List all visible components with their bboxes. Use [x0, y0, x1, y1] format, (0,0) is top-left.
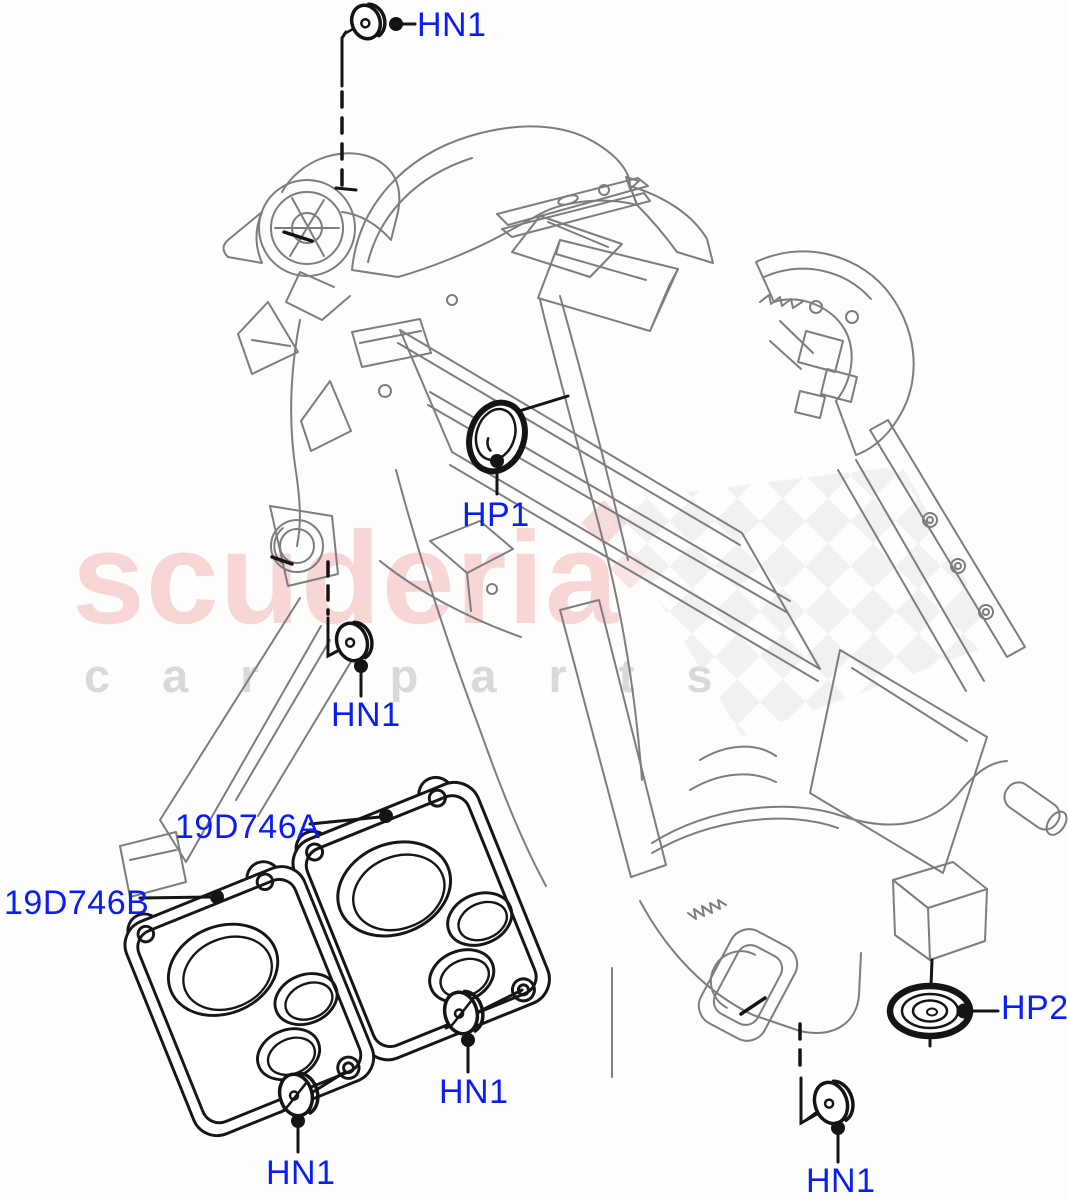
accent-ticks: [270, 230, 767, 1016]
push-pin-fastener-icon-top: [349, 2, 387, 41]
callout-label-hn1-bottom[interactable]: HN1: [806, 1162, 876, 1200]
callout-label-hp2[interactable]: HP2: [1001, 989, 1068, 1027]
callout-hn1-top-leader: [334, 22, 364, 192]
callout-line-part-b: [138, 895, 213, 900]
callout-dot-hn1-under-a: [461, 1033, 475, 1047]
body-ribs: [300, 294, 821, 781]
callout-dot-hn1-mid: [354, 659, 368, 673]
left-lower-arm: [119, 597, 353, 898]
push-pin-fastener-icon-bottom: [812, 1079, 855, 1126]
mounting-rail: [496, 176, 679, 332]
blower-motor: [222, 152, 401, 375]
callout-line-part-a: [308, 815, 382, 826]
callout-dot-hn1-bottom: [831, 1121, 845, 1135]
callout-dot-hp2: [956, 1003, 972, 1019]
callout-dot-part-a: [379, 809, 393, 823]
callout-label-19d746a[interactable]: 19D746A: [175, 808, 321, 846]
push-pin-fastener-icon-mid: [334, 620, 374, 663]
callout-dot-hp1: [490, 454, 504, 468]
callout-label-hn1-under-b[interactable]: HN1: [266, 1154, 336, 1192]
callout-label-19d746b[interactable]: 19D746B: [4, 884, 150, 922]
watermark-tagline: car parts: [84, 649, 765, 702]
top-cover-duct: [351, 125, 714, 278]
callout-label-hn1-top[interactable]: HN1: [417, 6, 487, 44]
callout-label-hn1-under-a[interactable]: HN1: [439, 1073, 509, 1111]
grommet-icon-hp1: [466, 399, 528, 475]
callout-label-hp1[interactable]: HP1: [462, 496, 530, 534]
relay-box: [892, 861, 988, 961]
callout-dot-hn1-under-b: [291, 1114, 305, 1128]
watermark-brand: scuderia: [72, 504, 619, 651]
hvac-assembly-drawing: [119, 125, 1068, 1078]
callout-dot-hn1-top: [389, 17, 403, 31]
support-column-and-ear: [269, 319, 339, 587]
lower-legs-and-foot: [395, 469, 862, 1078]
right-rails-and-panels: [651, 419, 1068, 874]
gasket-plate-b: [123, 860, 376, 1138]
callout-label-hn1-mid[interactable]: HN1: [331, 696, 401, 734]
callout-dot-part-b: [210, 890, 224, 904]
